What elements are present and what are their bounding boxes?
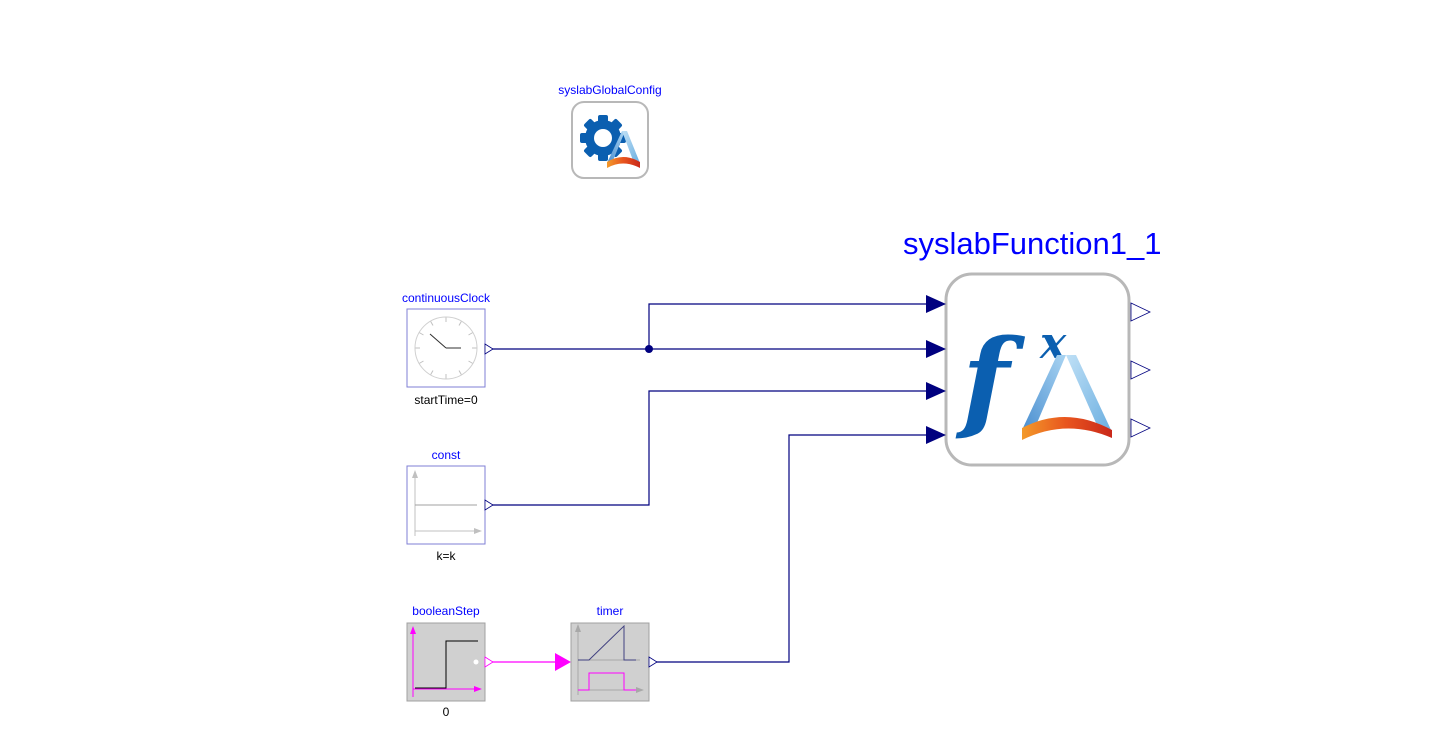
- function-output-port-2[interactable]: [1130, 360, 1151, 380]
- clock-icon: [414, 316, 478, 380]
- connection-clock-to-function-in1[interactable]: [648, 303, 930, 349]
- boolean-step-output-port[interactable]: [484, 656, 494, 668]
- syslab-logo-icon: [607, 131, 640, 168]
- clock-tick-mark: [430, 370, 434, 376]
- connection-junction: [645, 345, 653, 353]
- clock-block[interactable]: [406, 308, 494, 388]
- connection-const-to-function-in3[interactable]: [492, 390, 930, 506]
- function-name: syslabFunction1_1: [903, 226, 1162, 261]
- function-block[interactable]: f x: [926, 272, 1151, 467]
- function-input-port-3[interactable]: [926, 382, 946, 400]
- const-block[interactable]: [406, 465, 494, 545]
- clock-param: startTime=0: [414, 393, 478, 407]
- syslab-logo-icon: [1022, 355, 1112, 440]
- function-input-port-1[interactable]: [926, 295, 946, 313]
- clock-tick-mark: [418, 360, 424, 364]
- function-input-port-2[interactable]: [926, 340, 946, 358]
- clock-tick-mark: [430, 320, 434, 326]
- connection-timer-to-function-in4[interactable]: [656, 434, 930, 663]
- timer-icon: [575, 624, 644, 695]
- clock-tick-mark: [458, 320, 462, 326]
- timer-name: timer: [596, 604, 624, 618]
- timer-input-port[interactable]: [555, 653, 571, 671]
- clock-tick-mark: [458, 370, 462, 376]
- boolean-step-name: booleanStep: [412, 604, 480, 618]
- global-config-name: syslabGlobalConfig: [558, 83, 662, 97]
- const-output-port[interactable]: [484, 499, 494, 511]
- const-name: const: [431, 448, 461, 462]
- clock-name: continuousClock: [401, 291, 491, 305]
- step-indicator: [473, 659, 479, 665]
- timer-block[interactable]: [555, 622, 658, 702]
- function-output-port-3[interactable]: [1130, 418, 1151, 438]
- gear-icon: [580, 115, 626, 161]
- function-output-port-1[interactable]: [1130, 302, 1151, 322]
- boolean-step-param: 0: [442, 705, 450, 719]
- constant-icon: [412, 470, 482, 536]
- clock-tick-mark: [468, 332, 474, 336]
- boolean-step-block[interactable]: [406, 622, 494, 702]
- const-param: k=k: [436, 549, 456, 563]
- step-icon: [410, 626, 482, 697]
- function-input-port-4[interactable]: [926, 426, 946, 444]
- clock-tick-mark: [418, 332, 424, 336]
- clock-tick-mark: [468, 360, 474, 364]
- clock-output-port[interactable]: [484, 343, 494, 355]
- global-config-block[interactable]: [571, 101, 649, 179]
- timer-output-port[interactable]: [648, 656, 658, 668]
